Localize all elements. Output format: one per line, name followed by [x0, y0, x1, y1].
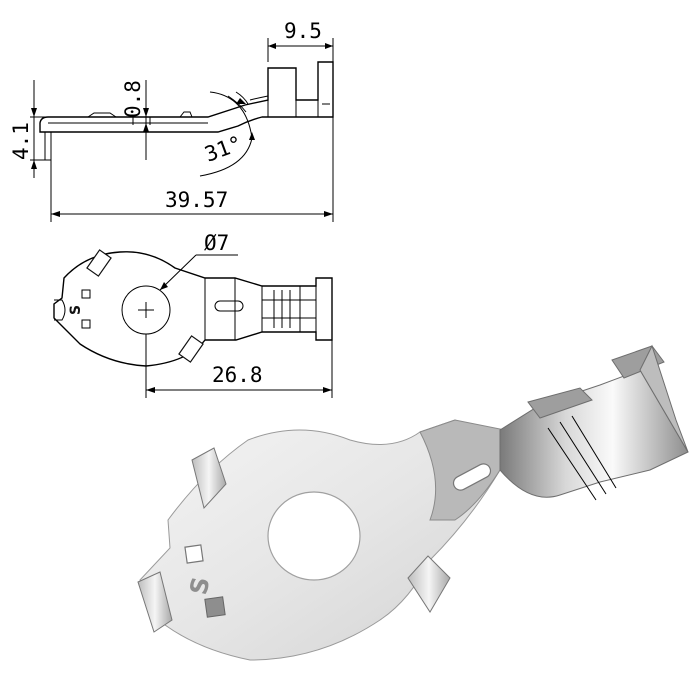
side-view-plate [39, 61, 334, 133]
dim-0-8: 0.8 [121, 80, 145, 118]
top-view-outline [53, 251, 333, 367]
render-hole [267, 491, 361, 581]
render-square-light [184, 544, 204, 564]
render-tab-top [191, 447, 227, 510]
dim-39-57: 39.57 [165, 188, 228, 212]
dim-hole-dia: Ø7 [204, 231, 229, 255]
top-view: S Ø7 26.8 [53, 231, 333, 398]
dim-9-5: 9.5 [284, 19, 322, 43]
render-slot [452, 463, 492, 491]
dim-4-1: 4.1 [9, 122, 33, 160]
render-tab-left [137, 571, 173, 633]
render-square-dark [204, 596, 226, 618]
dim-31-deg: 31° [202, 131, 246, 167]
render-tab-bottom [407, 555, 451, 613]
side-view: 9.5 0.8 4.1 31° 39.57 [9, 19, 334, 222]
dim-26-8: 26.8 [212, 363, 263, 387]
isometric-render: S [137, 344, 689, 661]
top-view-stamp: S [68, 305, 84, 315]
render-stamp: S [184, 575, 215, 598]
